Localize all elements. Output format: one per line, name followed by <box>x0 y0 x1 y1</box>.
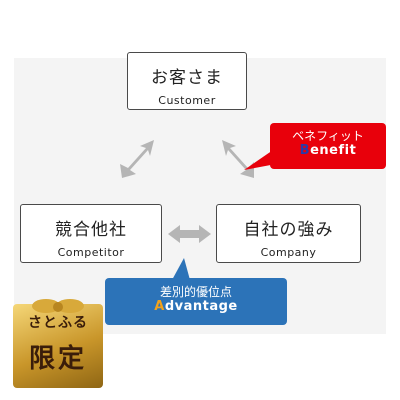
benefit-en-label: Benefit <box>299 143 357 158</box>
competitor-subtitle: Competitor <box>57 246 125 259</box>
arrow-customer-competitor <box>120 140 154 178</box>
benefit-callout: ベネフィット Benefit <box>270 123 386 169</box>
customer-box: お客さま Customer <box>127 52 247 110</box>
company-title: 自社の強み <box>243 220 334 240</box>
customer-title: お客さま <box>151 68 223 88</box>
satofuru-limited-badge: さとふる 限定 <box>13 299 103 388</box>
badge-line1: さとふる <box>28 315 88 331</box>
ribbon-bow-icon <box>32 299 84 313</box>
competitor-title: 競合他社 <box>55 220 127 240</box>
benefit-jp-label: ベネフィット <box>292 129 364 143</box>
arrow-competitor-company <box>168 225 211 243</box>
advantage-jp-label: 差別的優位点 <box>159 285 232 299</box>
benefit-callout-tail <box>244 148 276 170</box>
arrow-customer-company <box>222 140 254 178</box>
advantage-en-label: Advantage <box>154 299 238 314</box>
advantage-callout: 差別的優位点 Advantage <box>105 278 287 325</box>
badge-line2: 限定 <box>28 344 87 374</box>
company-subtitle: Company <box>260 246 317 259</box>
competitor-box: 競合他社 Competitor <box>20 204 162 263</box>
customer-subtitle: Customer <box>158 94 216 107</box>
advantage-callout-tail <box>172 258 190 280</box>
company-box: 自社の強み Company <box>216 204 361 263</box>
